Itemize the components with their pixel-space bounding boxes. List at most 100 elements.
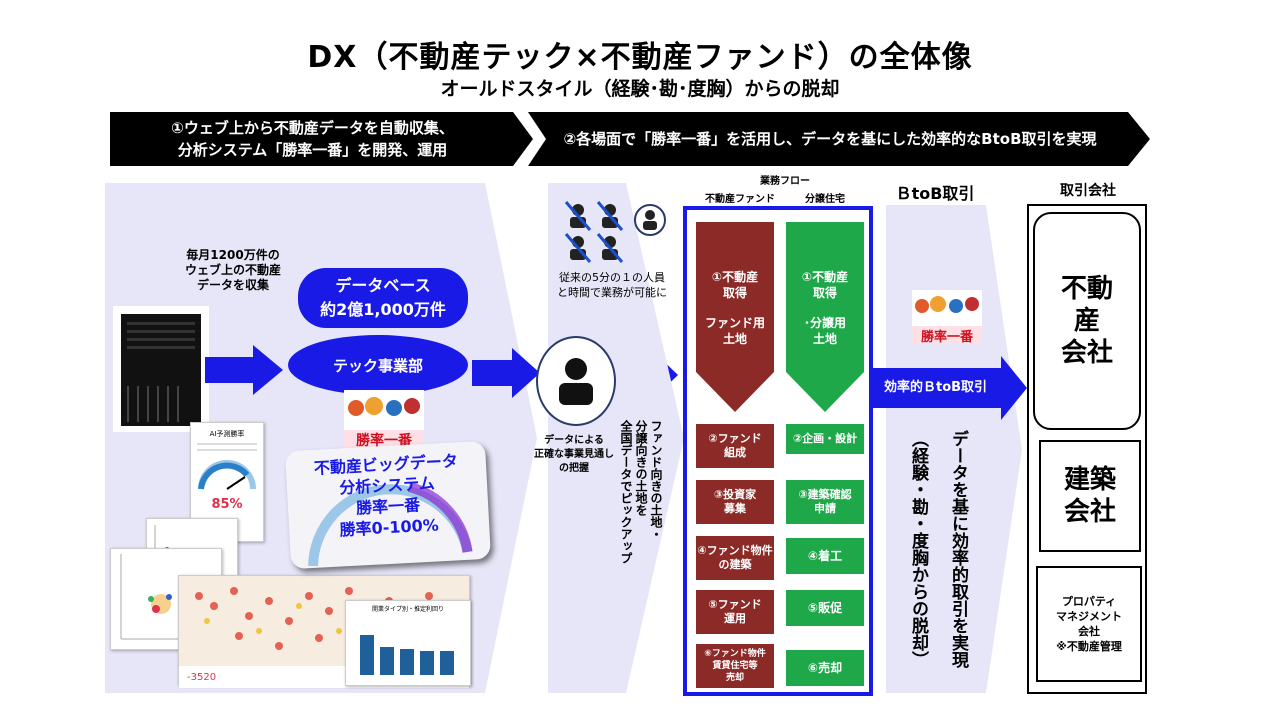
staff-text: 従来の5分の１の人員 と時間で業務が可能に xyxy=(538,270,686,300)
company-pm-line4: ※不動産管理 xyxy=(1056,640,1122,653)
fund-step6: ⑥ファンド物件 賃貸住宅等 売却 xyxy=(696,644,774,688)
housing-step1-shape xyxy=(786,222,864,412)
housing-step1: ①不動産 取得 ･分譲用 土地 xyxy=(786,258,864,358)
company-pm-line3: 会社 xyxy=(1078,625,1100,638)
banner-left-line2: 分析システム「勝率一番」を開発、運用 xyxy=(177,141,448,159)
collect-text-line1: 毎月1200万件の xyxy=(186,248,280,262)
company-property-mgmt: プロパティ マネジメント 会社 ※不動産管理 xyxy=(1036,566,1142,682)
barchart-card: 開業タイプ別・推定利回り xyxy=(345,600,471,686)
fund-step4-line2: の建築 xyxy=(718,558,752,571)
gauge-card-title: AI予測勝率 xyxy=(209,430,245,438)
company-real-estate-line3: 会社 xyxy=(1060,338,1113,368)
staff-text-line2: と時間で業務が可能に xyxy=(557,286,667,299)
housing-step2: ②企画・設計 xyxy=(786,424,864,454)
pickup-text: ファンド向きの土地・ 分譲向きの土地を 全国データでピックアップ xyxy=(618,420,663,600)
barchart-icon xyxy=(360,635,454,675)
person-icon xyxy=(536,336,616,426)
pickup-text-line2: 分譲向きの土地を xyxy=(634,420,648,516)
fund-step1-line3: ファンド用 xyxy=(704,316,765,330)
collect-text: 毎月1200万件の ウェブ上の不動産 データを収集 xyxy=(168,248,298,293)
shoritsu-logo-btob: 勝率一番 xyxy=(912,290,982,345)
company-construction-line1: 建築 xyxy=(1063,465,1116,495)
companies-frame xyxy=(1027,204,1147,694)
page-subtitle: オールドスタイル（経験･勘･度胸）からの脱却 xyxy=(440,78,840,100)
company-real-estate: 不動 産 会社 xyxy=(1033,212,1141,430)
staff-text-line1: 従来の5分の１の人員 xyxy=(559,271,665,284)
company-construction-line2: 会社 xyxy=(1063,497,1116,527)
database-count: 約2億1,000万件 xyxy=(320,300,446,319)
database-label: データベース xyxy=(335,276,431,295)
system-card: 不動産ビッグデータ 分析システム 勝率一番 勝率0-100% xyxy=(285,440,491,570)
workflow-header: 業務フロー xyxy=(760,176,810,187)
housing-step1-line3: ･分譲用 xyxy=(803,316,846,330)
banner-left: ①ウェブ上から不動産データを自動収集、 分析システム「勝率一番」を開発、運用 xyxy=(110,112,515,166)
company-pm-line1: プロパティ xyxy=(1061,595,1117,608)
gauge-value: 85% xyxy=(211,497,243,512)
housing-step1-line1: ①不動産 xyxy=(801,270,849,284)
housing-step5: ⑤販促 xyxy=(786,590,864,626)
banner-right: ②各場面で「勝率一番」を活用し、データを基にした効率的なBtoB取引を実現 xyxy=(563,130,1097,148)
arrow-right-icon xyxy=(472,348,540,398)
btob-vertical-main: データを基に効率的取引を実現 xyxy=(948,430,968,668)
housing-step1-line2: 取得 xyxy=(812,286,837,300)
grasp-text-line2: 正確な事業見通し xyxy=(534,449,614,460)
workflow-col-fund: 不動産ファンド xyxy=(705,194,775,205)
shoritsu-logo: 勝率一番 xyxy=(344,390,424,450)
database-pill: データベース 約2億1,000万件 xyxy=(298,268,468,328)
fund-step5: ⑤ファンド 運用 xyxy=(696,590,774,634)
grasp-text-line1: データによる xyxy=(544,435,604,446)
housing-step1-line4: 土地 xyxy=(812,332,837,346)
grasp-text: データによる 正確な事業見通し の把握 xyxy=(515,434,633,476)
department-ellipse: テック事業部 xyxy=(288,335,468,395)
workflow-frame xyxy=(683,206,873,696)
collect-text-line3: データを収集 xyxy=(196,278,269,292)
company-real-estate-line1: 不動 xyxy=(1060,274,1113,304)
fund-step1-line1: ①不動産 xyxy=(711,270,759,284)
fund-step2-line2: 組成 xyxy=(724,446,746,459)
page-title: DX（不動産テック×不動産ファンド）の全体像 xyxy=(307,40,973,75)
arrow-right-icon xyxy=(205,345,283,395)
fund-step1-shape xyxy=(696,222,774,412)
fund-step5-line1: ⑤ファンド xyxy=(708,598,762,611)
people-icons xyxy=(560,198,678,268)
company-construction: 建築 会社 xyxy=(1039,440,1141,552)
housing-step6: ⑥売却 xyxy=(786,650,864,686)
fund-step1: ①不動産 取得 ファンド用 土地 xyxy=(696,258,774,358)
middle-panel-bg xyxy=(548,183,684,693)
btob-arrow-label: 効率的ＢtoB取引 xyxy=(884,380,988,395)
shoritsu-logo-btob-text: 勝率一番 xyxy=(912,326,982,345)
fund-step5-line2: 運用 xyxy=(724,612,746,625)
fund-step4-line1: ④ファンド物件 xyxy=(697,544,773,557)
fund-step3-line2: 募集 xyxy=(724,502,746,515)
company-real-estate-line2: 産 xyxy=(1073,306,1100,336)
fund-step2: ②ファンド 組成 xyxy=(696,424,774,468)
fund-step6-line2: 賃貸住宅等 xyxy=(712,661,758,671)
btob-arrow-icon xyxy=(873,356,1027,420)
server-icon xyxy=(113,306,209,432)
fund-step1-line4: 土地 xyxy=(722,332,747,346)
banner-arrows xyxy=(110,112,1150,166)
housing-step3: ③建築確認 申請 xyxy=(786,480,864,524)
companies-header: 取引会社 xyxy=(1060,183,1116,199)
pickup-text-line3: 全国データでピックアップ xyxy=(619,420,633,564)
company-pm-line2: マネジメント xyxy=(1056,610,1122,623)
housing-step4: ④着工 xyxy=(786,538,864,574)
btob-vertical-sub: （経験・勘・度胸からの脱却） xyxy=(908,430,928,668)
fund-step6-line1: ⑥ファンド物件 xyxy=(704,649,766,659)
housing-step3-line1: ③建築確認 xyxy=(798,488,852,501)
btob-header: ＢtoB取引 xyxy=(895,184,975,203)
banner-left-line1: ①ウェブ上から不動産データを自動収集、 xyxy=(171,119,454,137)
fund-step4: ④ファンド物件 の建築 xyxy=(696,536,774,580)
collect-text-line2: ウェブ上の不動産 xyxy=(184,263,281,277)
grasp-text-line3: の把握 xyxy=(559,463,589,474)
gauge-icon xyxy=(198,460,256,490)
fund-step1-line2: 取得 xyxy=(722,286,747,300)
pickup-text-line1: ファンド向きの土地・ xyxy=(649,420,663,540)
barchart-title: 開業タイプ別・推定利回り xyxy=(371,606,444,613)
fund-step3-line1: ③投資家 xyxy=(713,488,757,501)
fund-step3: ③投資家 募集 xyxy=(696,480,774,524)
fund-step2-line1: ②ファンド xyxy=(708,432,762,445)
workflow-col-housing: 分譲住宅 xyxy=(805,194,845,205)
fund-step6-line3: 売却 xyxy=(725,673,744,683)
housing-step3-line2: 申請 xyxy=(814,502,836,515)
